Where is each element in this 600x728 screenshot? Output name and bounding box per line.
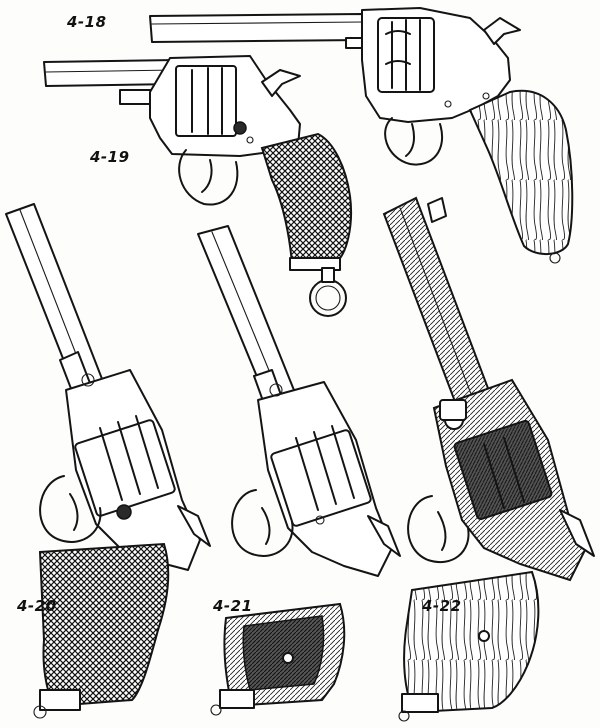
revolver-4-20-drawing [5,203,211,719]
figure-label-4-21: 4-21 [213,597,253,615]
figure-label-4-22: 4-22 [422,597,462,615]
revolver-4-18-drawing [149,7,574,264]
revolver-4-21-drawing [197,225,401,716]
figure-label-4-18: 4-18 [67,13,107,31]
figure-label-4-19: 4-19 [90,148,130,166]
figure-label-4-20: 4-20 [17,597,57,615]
revolver-4-19-drawing [43,55,352,317]
revolver-4-22-drawing [382,196,595,722]
